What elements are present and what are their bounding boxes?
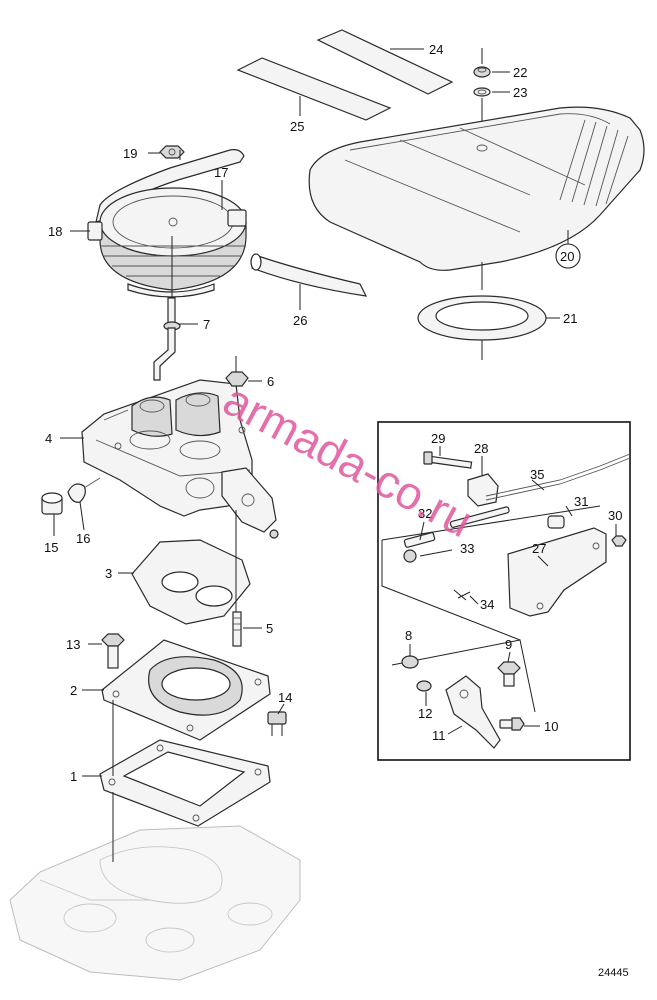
inset-cable-35: [485, 453, 631, 501]
callout-21: 21: [563, 311, 577, 326]
bolt-6: [225, 356, 249, 387]
washer-23: [473, 87, 491, 97]
callout-13: 13: [66, 637, 80, 652]
engine-cover-20: [308, 106, 645, 271]
bushing-15: [41, 492, 63, 515]
air-cleaner-17: [99, 187, 247, 298]
clamp-17: [227, 209, 247, 227]
callout-25: 25: [290, 119, 304, 134]
spring-16: [67, 477, 101, 503]
callout-20-circle: [555, 243, 581, 269]
inset-bolt-29: [423, 451, 473, 469]
stud-7: [153, 297, 181, 381]
callout-22: 22: [513, 65, 527, 80]
callout-8: 8: [405, 628, 412, 643]
inset-clip-34: [453, 589, 471, 601]
wing-nut-19: [159, 145, 185, 159]
callout-29: 29: [431, 431, 445, 446]
callout-14: 14: [278, 690, 292, 705]
inset-bracket-28: [467, 473, 499, 507]
inset-bushing-31: [547, 515, 565, 529]
strip-24: [316, 29, 454, 95]
callout-4: 4: [45, 431, 52, 446]
adapter-plate-2: [101, 639, 271, 741]
callout-6: 6: [267, 374, 274, 389]
sensor-14: [267, 711, 287, 736]
callout-30: 30: [608, 508, 622, 523]
callout-23: 23: [513, 85, 527, 100]
stud-5: [232, 611, 242, 647]
inset-screw-9: [497, 661, 521, 687]
inset-screw-10: [499, 717, 525, 731]
inset-nut-30: [611, 535, 627, 547]
callout-32: 32: [418, 506, 432, 521]
inset-nut-12: [416, 680, 432, 692]
gasket-1: [99, 739, 271, 827]
callout-12: 12: [418, 706, 432, 721]
gasket-3: [131, 539, 251, 625]
callout-27: 27: [532, 541, 546, 556]
strip-25: [236, 57, 392, 121]
callout-3: 3: [105, 566, 112, 581]
callout-19: 19: [123, 146, 137, 161]
callout-18: 18: [48, 224, 62, 239]
inset-plate-27: [507, 527, 607, 617]
gasket-ring-21: [417, 295, 547, 341]
callout-11: 11: [432, 728, 446, 743]
callout-10: 10: [544, 719, 558, 734]
callout-2: 2: [70, 683, 77, 698]
callout-5: 5: [266, 621, 273, 636]
callout-28: 28: [474, 441, 488, 456]
bolt-13: [101, 633, 125, 669]
callout-15: 15: [44, 540, 58, 555]
intake-manifold: [9, 825, 301, 981]
callout-9: 9: [505, 637, 512, 652]
callout-33: 33: [460, 541, 474, 556]
callout-7: 7: [203, 317, 210, 332]
inset-nut-8: [401, 655, 419, 669]
nut-22: [473, 66, 491, 78]
callout-1: 1: [70, 769, 77, 784]
callout-16: 16: [76, 531, 90, 546]
callout-35: 35: [530, 467, 544, 482]
inset-washer-33: [403, 549, 417, 563]
callout-20: 20: [560, 249, 574, 264]
callout-31: 31: [574, 494, 588, 509]
clip-18: [87, 221, 103, 241]
throttle-body-4: [81, 379, 279, 539]
callout-17: 17: [214, 165, 228, 180]
inset-lever-11: [445, 675, 501, 749]
callout-24: 24: [429, 42, 443, 57]
detail-inset-frame: [377, 421, 631, 761]
hose-26: [250, 253, 368, 297]
inset-rod: [449, 506, 510, 528]
inset-pin-32: [403, 532, 436, 548]
callout-26: 26: [293, 313, 307, 328]
drawing-number: 24445: [598, 967, 629, 979]
callout-34: 34: [480, 597, 494, 612]
